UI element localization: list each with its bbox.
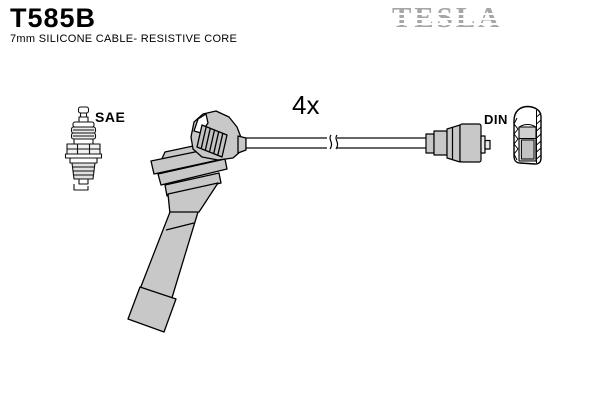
quantity-label: 4x <box>292 90 319 120</box>
logo-stripe <box>392 23 500 25</box>
brand-logo: TESLA <box>392 4 504 36</box>
din-cap-icon <box>513 105 542 165</box>
sae-label: SAE <box>95 109 125 125</box>
product-description: 7mm SILICONE CABLE- RESISTIVE CORE <box>10 33 238 45</box>
ignition-cable-icon <box>245 134 429 151</box>
logo-stripe <box>392 13 500 15</box>
connector-boot-icon <box>425 123 491 163</box>
din-label: DIN <box>484 112 508 127</box>
logo-stripe <box>392 18 500 20</box>
logo-stripe <box>392 28 500 30</box>
spark-plug-boot-icon <box>127 110 247 333</box>
part-number: T585B <box>10 3 97 33</box>
spark-plug-icon <box>64 106 103 191</box>
